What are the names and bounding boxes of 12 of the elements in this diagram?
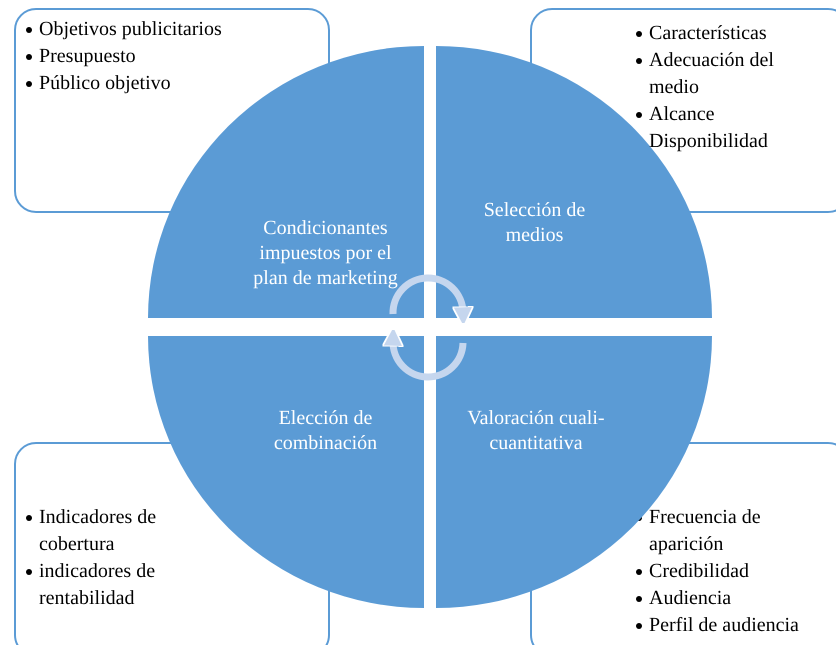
bullet-item: Adecuación del medio [649, 48, 775, 100]
bullet-item: Características [649, 21, 768, 46]
segment-title: Condicionantes impuestos por el plan de marketing [252, 216, 399, 291]
bullet-item: indicadores de rentabilidad [39, 559, 156, 611]
bullet-item: Alcance [649, 102, 716, 127]
segment-title: Valoración cuali-cuantitativa [466, 406, 606, 456]
bullet-item: Objetivos publicitarios [39, 17, 223, 42]
bullet-item: Público objetivo [39, 71, 172, 96]
bullet-item: Presupuesto [39, 44, 137, 69]
segment-title: Selección de medios [482, 198, 586, 248]
bullet-item: Disponibilidad [649, 129, 769, 154]
segment-title: Elección de combinación [272, 406, 378, 456]
